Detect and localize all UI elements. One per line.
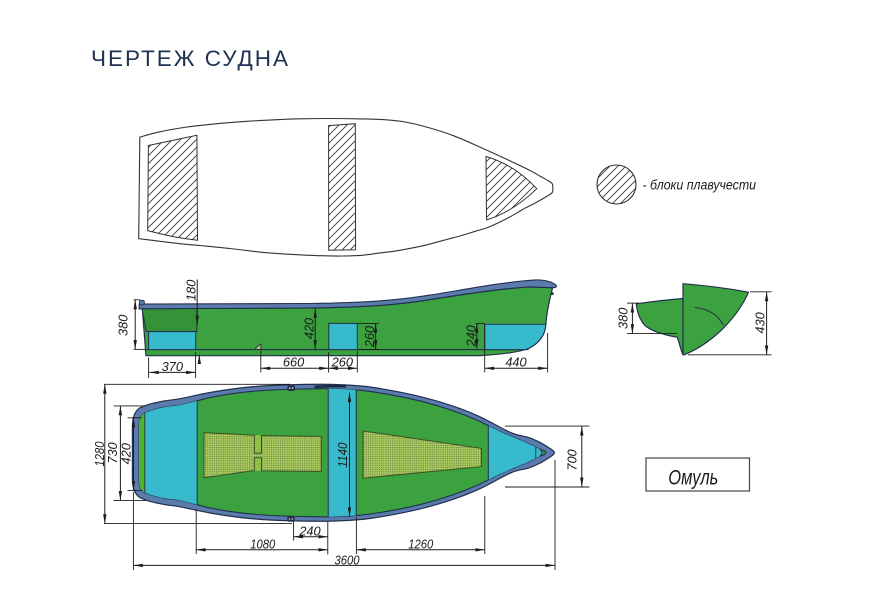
svg-text:260: 260 [331,355,354,370]
svg-text:240: 240 [298,523,321,538]
svg-text:370: 370 [162,359,184,374]
svg-text:Омуль: Омуль [668,466,718,490]
svg-text:240: 240 [464,324,479,347]
svg-text:1280: 1280 [92,441,107,467]
svg-text:1080: 1080 [250,537,276,552]
svg-text:- блоки плавучести: - блоки плавучести [643,177,757,193]
svg-text:440: 440 [505,355,527,370]
svg-text:660: 660 [283,355,305,370]
svg-text:380: 380 [615,307,630,329]
svg-text:180: 180 [183,279,198,301]
svg-text:730: 730 [105,441,120,463]
svg-text:1140: 1140 [335,442,350,468]
svg-text:420: 420 [118,442,133,464]
svg-text:420: 420 [302,317,317,339]
svg-text:1260: 1260 [408,537,434,552]
svg-text:700: 700 [565,448,580,470]
svg-text:380: 380 [116,314,131,336]
svg-text:3600: 3600 [335,552,361,567]
svg-text:260: 260 [362,325,377,348]
svg-text:430: 430 [753,311,768,333]
